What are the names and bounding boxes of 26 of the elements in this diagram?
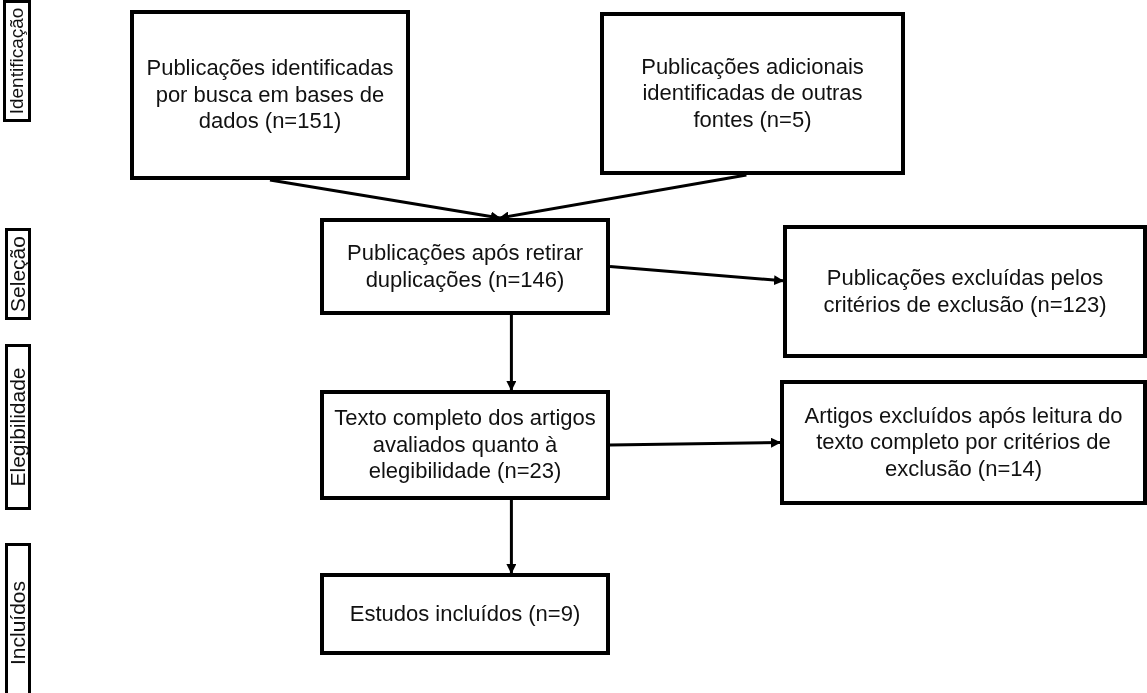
box-text: Publicações após retirar duplicações (n=146) — [346, 240, 584, 293]
box-text: Artigos excluídos após leitura do texto completo por critérios de exclusão (n=14) — [803, 402, 1124, 483]
box-text: Publicações excluídas pelos critérios de exclusão (n=123) — [822, 265, 1108, 318]
stage-label-box — [5, 543, 31, 693]
process-box — [320, 218, 610, 315]
arrow — [506, 500, 517, 574]
arrow — [609, 265, 784, 286]
box-text: Texto completo dos artigos avaliados quanto à elegibilidade (n=23) — [333, 405, 597, 485]
stage-label-box — [3, 0, 31, 122]
process-box — [783, 225, 1147, 358]
process-box — [600, 12, 905, 175]
process-box — [130, 10, 410, 180]
stage-label-box — [5, 228, 31, 320]
box-text: Publicações identificadas por busca em bases de dados (n=151) — [145, 55, 395, 135]
box-text: Estudos incluídos (n=9) — [348, 600, 582, 628]
stage-label: Elegibilidade — [5, 367, 31, 487]
arrow — [506, 315, 517, 391]
arrow — [609, 437, 781, 448]
stage-label: Seleção — [5, 236, 31, 312]
box-text: Publicações adicionais identificadas de outras fontes (n=5) — [640, 53, 865, 134]
stage-label: Identificação — [5, 7, 28, 115]
process-box — [320, 573, 610, 655]
process-box — [320, 390, 610, 500]
process-box — [780, 380, 1147, 505]
stage-label: Incluídos — [5, 580, 31, 666]
stage-label-box — [5, 344, 31, 510]
